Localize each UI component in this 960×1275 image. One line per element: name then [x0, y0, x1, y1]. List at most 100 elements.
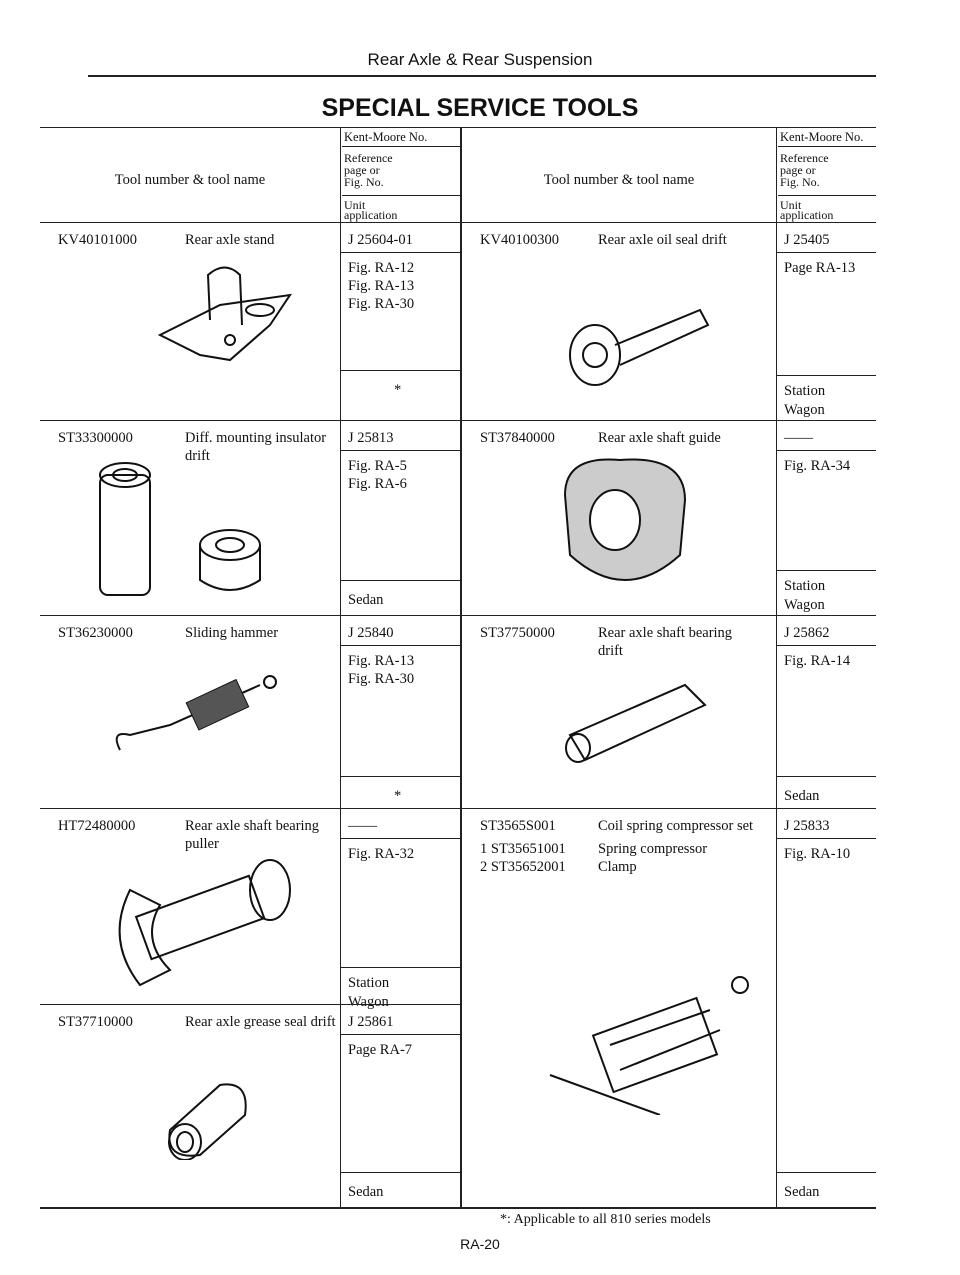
divider — [776, 252, 876, 253]
unit-application: Sedan — [348, 1184, 384, 1200]
bearing-drift-illustration — [565, 683, 707, 763]
reference: Fig. RA-30 — [348, 296, 415, 312]
tool-number: ST33300000 — [58, 430, 133, 446]
kent-moore-number: J 25604-01 — [348, 232, 413, 248]
table-top-rule — [40, 127, 876, 128]
spring-compressor-illustration — [549, 976, 749, 1115]
tool-name: Diff. mounting insulator — [185, 430, 327, 446]
tool-name: Rear axle shaft guide — [598, 430, 721, 446]
unit-application: Station — [348, 975, 390, 991]
kent-moore-number: J 25840 — [348, 625, 394, 641]
unit-application: Wagon — [348, 994, 389, 1010]
reference: Fig. RA-12 — [348, 260, 415, 276]
reference: Fig. RA-10 — [784, 846, 851, 862]
reference: Page RA-13 — [784, 260, 856, 276]
unit-application: Station — [784, 578, 826, 594]
row-divider — [40, 808, 460, 809]
kent-moore-number: J 25862 — [784, 625, 830, 641]
reference: Fig. RA-30 — [348, 671, 415, 687]
tool-number: ST37710000 — [58, 1014, 133, 1030]
divider — [340, 370, 460, 371]
column-header-kent-moore: Kent-Moore No. — [780, 130, 864, 144]
sub-tool-name: Spring compressor — [598, 841, 708, 857]
page-title: SPECIAL SERVICE TOOLS — [321, 94, 639, 122]
reference: Fig. RA-13 — [348, 278, 415, 294]
sub-tool-number: 2 ST35652001 — [480, 859, 566, 875]
column-header-reference: Fig. No. — [344, 175, 384, 189]
tool-name-cont: drift — [598, 643, 623, 659]
row-divider — [462, 420, 876, 421]
reference: Fig. RA-6 — [348, 476, 407, 492]
unit-application: * — [394, 382, 402, 398]
divider — [340, 580, 460, 581]
divider — [776, 375, 876, 376]
table-bottom-rule — [40, 1207, 876, 1209]
row-divider — [462, 808, 876, 809]
tool-number: ST37750000 — [480, 625, 555, 641]
column-header-unit: Unit — [780, 198, 802, 212]
column-header-reference: Reference — [344, 151, 393, 165]
tool-name: Coil spring compressor set — [598, 818, 754, 834]
divider — [340, 967, 460, 968]
kent-moore-number: —— — [348, 818, 377, 834]
bearing-puller-illustration — [118, 859, 291, 987]
divider — [340, 252, 460, 253]
column-header-unit: application — [344, 208, 398, 222]
reference: Fig. RA-5 — [348, 458, 407, 474]
footnote: *: Applicable to all 810 series models — [500, 1212, 711, 1227]
tool-number: HT72480000 — [58, 818, 136, 834]
kent-moore-number: J 25405 — [784, 232, 830, 248]
page-number: RA-20 — [460, 1236, 500, 1252]
divider — [342, 146, 460, 147]
row-divider — [40, 1004, 460, 1005]
tool-name-cont: puller — [185, 836, 219, 852]
unit-application: Wagon — [784, 597, 825, 613]
sub-tool-name: Clamp — [598, 859, 637, 875]
divider — [776, 838, 876, 839]
tool-name: Rear axle stand — [185, 232, 275, 248]
header-rule — [88, 75, 876, 77]
divider — [340, 838, 460, 839]
divider — [778, 195, 876, 196]
kent-moore-number: —— — [784, 430, 813, 446]
section-header: Rear Axle & Rear Suspension — [367, 50, 593, 69]
divider — [342, 195, 460, 196]
column-header-reference: Fig. No. — [780, 175, 820, 189]
divider — [340, 1034, 460, 1035]
reference: Fig. RA-32 — [348, 846, 415, 862]
column-header-tool: Tool number & tool name — [543, 172, 695, 188]
insulator-drift-illustration — [99, 462, 261, 596]
column-header-reference: page or — [780, 163, 816, 177]
tool-number: KV40101000 — [58, 232, 137, 248]
divider — [776, 776, 876, 777]
column-header-reference: page or — [344, 163, 380, 177]
unit-application: Sedan — [784, 788, 820, 804]
reference: Fig. RA-14 — [784, 653, 851, 669]
oil-seal-drift-illustration — [569, 308, 710, 386]
sub-tool-number: 1 ST35651001 — [480, 841, 566, 857]
reference: Page RA-7 — [348, 1042, 413, 1058]
header-bottom-rule — [40, 222, 876, 223]
unit-application: Station — [784, 383, 826, 399]
reference: Fig. RA-34 — [784, 458, 851, 474]
unit-application: Sedan — [348, 592, 384, 608]
row-divider — [40, 615, 460, 616]
divider — [778, 146, 876, 147]
divider — [776, 645, 876, 646]
divider — [776, 450, 876, 451]
reference: Fig. RA-13 — [348, 653, 415, 669]
shaft-guide-illustration — [563, 458, 687, 581]
tool-number: ST3565S001 — [480, 818, 556, 834]
tool-name: Rear axle shaft bearing — [185, 818, 320, 834]
row-divider — [462, 615, 876, 616]
grease-seal-drift-illustration — [168, 1083, 247, 1160]
tool-name: Rear axle shaft bearing — [598, 625, 733, 641]
column-header-kent-moore: Kent-Moore No. — [344, 130, 428, 144]
divider — [460, 127, 462, 1207]
tool-name-cont: drift — [185, 448, 210, 464]
column-header-unit: application — [780, 208, 834, 222]
rear-axle-stand-illustration — [157, 266, 293, 362]
kent-moore-number: J 25813 — [348, 430, 394, 446]
unit-application: Wagon — [784, 402, 825, 418]
